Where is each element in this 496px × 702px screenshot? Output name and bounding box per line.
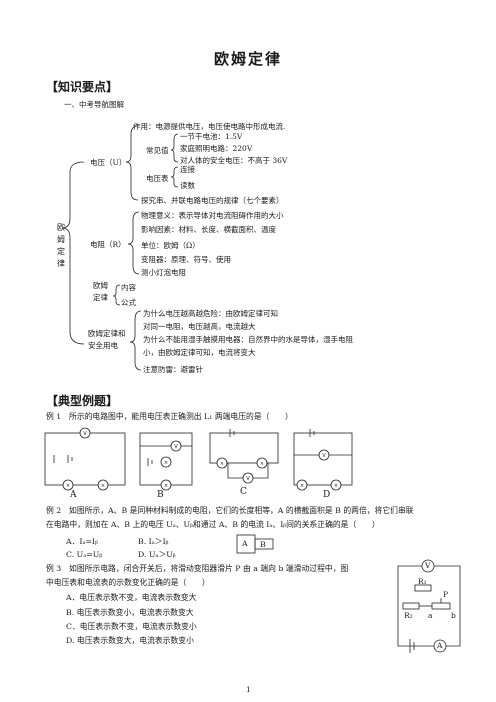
svg-text:×: × [66,483,70,489]
resistance-label: 电阻（R） [90,240,126,249]
example3-voltmeter-label: V [425,561,431,570]
voltage-common-2: 家庭照明电路：220V [180,144,253,153]
example2-option-b: B. Iₐ＞Iᵦ [138,537,169,546]
svg-text:×: × [101,483,105,489]
section-heading-examples: 【典型例题】 [46,394,119,408]
safety-item-5: 注意防雷：避雷针 [143,365,203,374]
example1-text: 例 1 所示的电路图中，能用电压表正确测出 L₁ 两端电压的是（ ） [46,412,293,421]
svg-text:×: × [334,483,338,489]
example3-r2-label: R₂ [404,611,413,620]
example2-line1: 例 2 如图所示，A、B 是同种材料制成的电阻，它们的长度相等，A 的横截面积是… [46,506,414,515]
resistance-item-2: 影响因素：材料、长度、横截面积、温度 [141,225,276,234]
voltage-meter-label: 电压表 [146,174,169,183]
example3-line2: 中电压表和电流表的示数变化正确的是（ ） [46,578,210,587]
example2-line2: 在电路中，则加在 A、B 上的电压 Uₐ、Uᵦ和通过 A、B 的电流 Iₐ、Iᵦ… [46,520,380,529]
example2-option-d: D. Uₐ＞Uᵦ [138,550,176,559]
example3-p-label: P [443,590,449,599]
example1-option-d: D [323,490,331,500]
example3-r1-label: R₁ [418,577,427,586]
svg-text:V: V [322,453,326,459]
law-item-1: 内容 [121,283,136,292]
example2-fig-b: B [260,540,266,549]
example2-option-a: A．Iₐ=Iᵦ [66,537,98,546]
svg-text:×: × [164,460,168,466]
law-label-2: 定律 [93,293,108,302]
example1-option-b: B [157,490,164,500]
example3-option-d: D. 电压表示数变大，电流表示数变小 [66,636,194,645]
law-label-1: 欧姆 [93,281,108,290]
example3-ammeter-label: A [437,641,443,650]
safety-item-1: 为什么电压越高越危险：由欧姆定律可知 [143,309,278,318]
safety-label-2: 安全用电 [88,341,118,350]
page-number: 1 [246,685,251,694]
svg-text:×: × [220,461,224,467]
voltage-role: 作用：电源提供电压，电压使电路中形成电流. [133,122,286,131]
resistance-item-1: 物理意义：表示导体对电流阻碍作用的大小 [141,211,284,220]
safety-label-1: 欧姆定律和 [88,329,126,338]
subheading-guide: 一、中考导航图解 [64,100,124,109]
example2-fig-a: A [242,539,248,548]
mindmap-root: 欧姆定律 [57,223,65,268]
safety-item-2: 对同一电阻，电压越高，电流越大 [143,322,256,331]
svg-text:×: × [300,483,304,489]
svg-text:V: V [246,476,250,482]
svg-text:×: × [260,461,264,467]
voltage-common-3: 对人体的安全电压：不高于 36V [180,156,288,165]
voltage-meter-2: 读数 [180,181,195,190]
voltage-explore: 探究串、并联电路电压的规律（七个要素） [141,196,284,205]
voltage-common-1: 一节干电池：1.5V [180,132,243,141]
resistance-item-3: 单位：欧姆（Ω） [141,241,200,250]
safety-item-3: 为什么不能用湿手触摸用电器：自然界中的水是导体，湿手电阻 [143,335,353,344]
voltage-common-label: 常见值 [146,146,169,155]
svg-text:V: V [174,444,178,450]
example3-option-b: B. 电压表示数变小，电流表示数变大 [66,608,194,617]
page-title: 欧姆定律 [213,50,282,68]
example3-b-end: b [451,611,456,620]
law-item-2: 公式 [121,298,136,307]
example1-option-c: C [240,487,247,497]
example3-option-c: C．电压表示数不变，电流表示数变小 [66,622,197,631]
voltage-meter-1: 连接 [180,165,195,174]
example3-option-a: A．电压表示数不变，电流表示数变大 [66,593,197,602]
voltage-label: 电压（U） [90,158,127,167]
example2-option-c: C. Uₐ=Uᵦ [66,550,103,559]
safety-item-4: 小，由欧姆定律可知，电流将变大 [143,348,256,357]
svg-text:×: × [164,483,168,489]
example3-a-end: a [428,611,433,620]
resistance-item-4: 变阻器：原理、符号、使用 [141,255,231,264]
example3-line1: 例 3 如图所示电路，闭合开关后，将滑动变阻器滑片 P 由 a 端向 b 端滑动… [46,564,349,573]
section-heading-knowledge: 【知识要点】 [46,80,119,94]
resistance-item-5: 测小灯泡电阻 [141,268,186,277]
svg-text:V: V [83,431,87,437]
example1-option-a: A [70,490,77,500]
